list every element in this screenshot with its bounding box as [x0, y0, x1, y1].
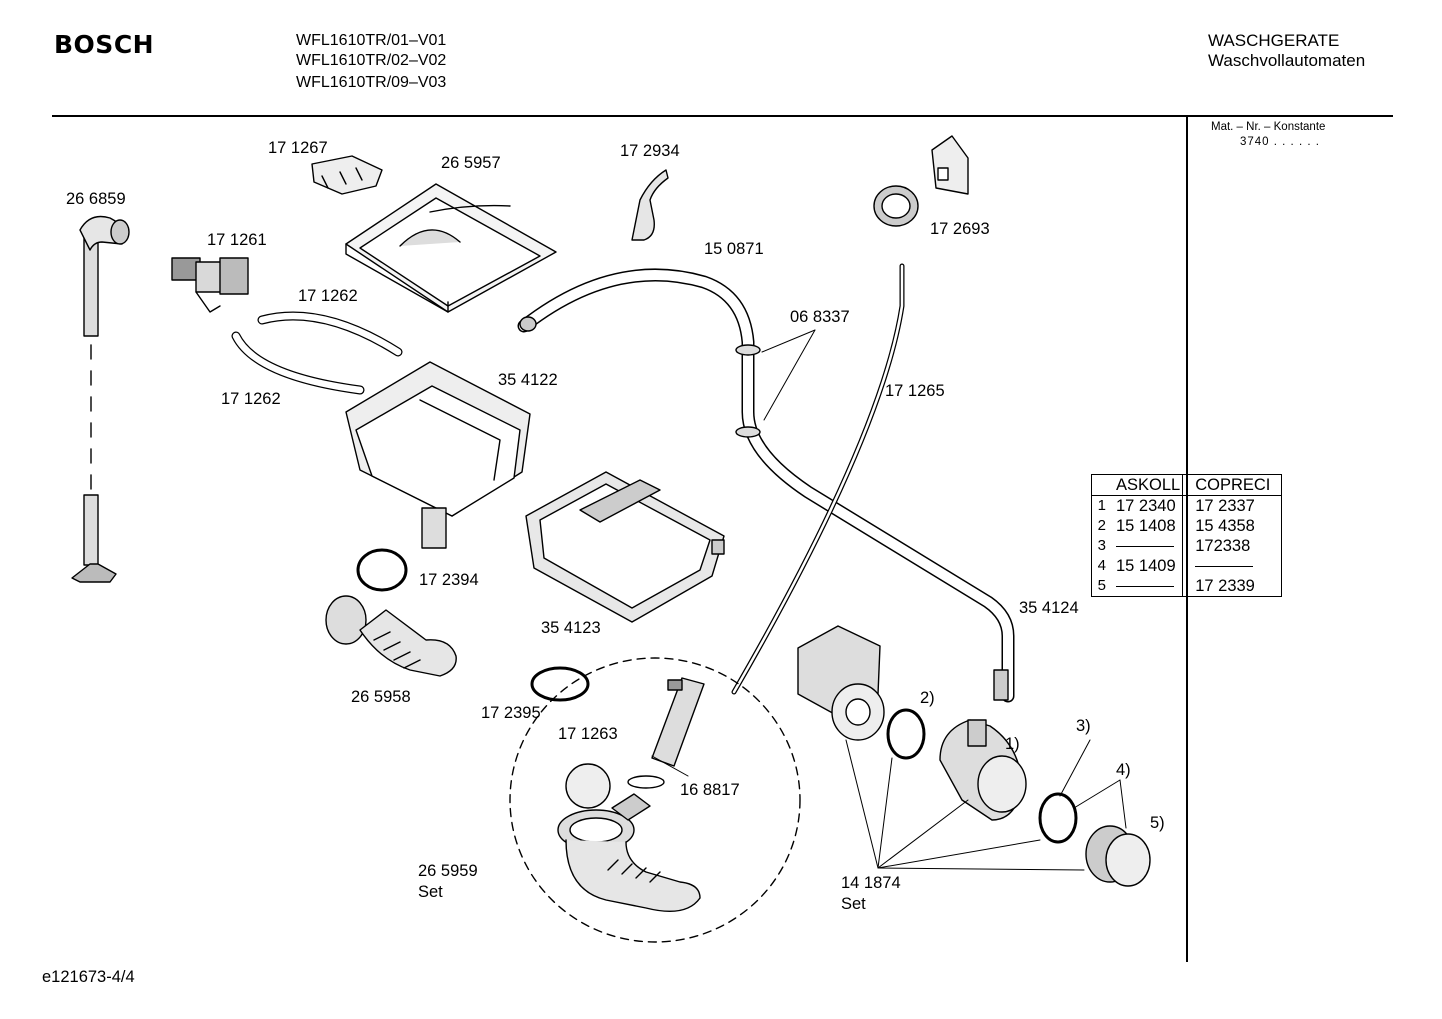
- label-171263: 17 1263: [558, 725, 618, 743]
- mat-nr-label: Mat. – Nr. – Konstante: [1211, 121, 1326, 133]
- label-171262-upper: 17 1262: [298, 287, 358, 305]
- label-172693: 17 2693: [930, 220, 990, 238]
- sump-part: [557, 793, 701, 912]
- short-hose-lower: [231, 331, 365, 395]
- document-id: e121673-4/4: [42, 968, 135, 986]
- empty-dash: [1116, 586, 1174, 588]
- label-141874: 14 1874: [841, 874, 901, 892]
- header-askoll: ASKOLL: [1106, 474, 1184, 496]
- inlet-pipe-part: [71, 215, 130, 583]
- label-171267: 17 1267: [268, 139, 328, 157]
- pressure-switch-part: [873, 135, 969, 227]
- label-150871: 15 0871: [704, 240, 764, 258]
- label-note-3: 3): [1076, 717, 1091, 735]
- label-168817: 16 8817: [680, 781, 740, 799]
- table-header-row: ASKOLL COPRECI: [1091, 474, 1282, 496]
- row-index: 3: [1097, 537, 1106, 554]
- filter-part-5: [1085, 825, 1151, 887]
- pump-seal-2: [886, 708, 926, 760]
- ring-seal-172395: [530, 666, 590, 702]
- sleeve-part: [627, 677, 705, 789]
- dispenser-cover-part: [345, 183, 557, 313]
- seal-3: [1038, 792, 1078, 844]
- label-171262-lower: 17 1262: [221, 390, 281, 408]
- row-index: 4: [1097, 557, 1106, 574]
- label-note-4: 4): [1116, 761, 1131, 779]
- copreci-cell: 17 2339: [1195, 577, 1255, 595]
- air-tube-inner: [732, 264, 904, 694]
- askoll-cell-empty: [1106, 536, 1184, 556]
- model-number-2: WFL1610TR/02–V02: [296, 52, 447, 69]
- empty-dash: [1116, 546, 1174, 548]
- table-row: 3 172338: [1092, 536, 1282, 556]
- label-354122: 35 4122: [498, 371, 558, 389]
- copreci-cell: 172338: [1195, 537, 1251, 555]
- label-265959: 26 5959: [418, 862, 478, 880]
- table-row: 2 15 1408 15 4358: [1092, 516, 1282, 536]
- header-copreci: COPRECI: [1195, 476, 1271, 494]
- askoll-cell-empty: [1106, 576, 1184, 597]
- label-172934: 17 2934: [620, 142, 680, 160]
- set-outline: [509, 657, 801, 943]
- supplier-variant-table: ASKOLL COPRECI 1 17 2340 17 2337 2 15 14…: [1091, 474, 1283, 597]
- row-index: 1: [1097, 497, 1106, 514]
- label-note-2: 2): [920, 689, 935, 707]
- copreci-cell: 15 4358: [1195, 517, 1255, 535]
- short-hose-upper-inner: [258, 312, 402, 356]
- askoll-cell: 15 1408: [1106, 516, 1184, 536]
- label-265957: 26 5957: [441, 154, 501, 172]
- label-note-1: 1): [1005, 735, 1020, 753]
- category-title: WASCHGERATE: [1208, 31, 1340, 50]
- overflow-hose-inner: [519, 269, 1013, 701]
- detergent-drawer-part: [525, 471, 725, 623]
- drawer-housing-part: [345, 361, 531, 549]
- pump-housing-1: [939, 719, 1027, 821]
- label-068337: 06 8337: [790, 308, 850, 326]
- copreci-cell-empty: [1183, 556, 1282, 576]
- label-171265: 17 1265: [885, 382, 945, 400]
- table-row: 1 17 2340 17 2337: [1092, 495, 1282, 516]
- ball-part: [565, 763, 611, 809]
- label-354123: 35 4123: [541, 619, 601, 637]
- brand-logo: BOSCH: [54, 30, 155, 59]
- table-row: 4 15 1409: [1092, 556, 1282, 576]
- copreci-cell: 17 2337: [1195, 497, 1255, 515]
- table-row: 5 17 2339: [1092, 576, 1282, 597]
- ring-seal-172394: [356, 548, 408, 592]
- label-265959-set: Set: [418, 883, 443, 901]
- label-172394: 17 2394: [419, 571, 479, 589]
- air-tube: [731, 263, 905, 695]
- drain-pump-part: [797, 625, 885, 741]
- label-172395: 17 2395: [481, 704, 541, 722]
- label-171261: 17 1261: [207, 231, 267, 249]
- bracket-part: [311, 155, 383, 195]
- water-valve-part: [171, 257, 249, 313]
- label-note-5: 5): [1150, 814, 1165, 832]
- askoll-cell: 15 1409: [1106, 556, 1184, 576]
- label-141874-set: Set: [841, 895, 866, 913]
- hook-clip-part: [631, 169, 669, 241]
- drain-hose-part: [325, 595, 457, 677]
- model-number-3: WFL1610TR/09–V03: [296, 74, 447, 91]
- askoll-cell: 17 2340: [1106, 495, 1184, 516]
- empty-dash: [1195, 566, 1254, 568]
- short-hose-lower-inner: [232, 332, 364, 394]
- model-number-1: WFL1610TR/01–V01: [296, 32, 447, 49]
- row-index: 2: [1097, 517, 1106, 534]
- label-266859: 26 6859: [66, 190, 126, 208]
- subcategory-title: Waschvollautomaten: [1208, 51, 1366, 70]
- row-index: 5: [1097, 577, 1106, 594]
- label-354124: 35 4124: [1019, 599, 1079, 617]
- mat-nr-value: 3740 . . . . . .: [1240, 136, 1320, 148]
- label-265958: 26 5958: [351, 688, 411, 706]
